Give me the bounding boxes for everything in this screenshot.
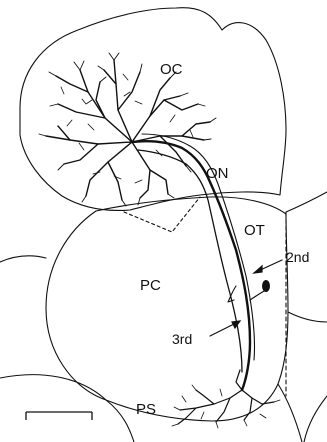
third-arrowhead [232, 321, 240, 328]
second-arrowhead [254, 266, 262, 273]
lower-outline-far-right [304, 396, 327, 442]
neuron-arbor-oc [39, 53, 216, 206]
lower-outline-right [278, 384, 302, 442]
label-ps: PS [136, 401, 156, 418]
contralateral-outline-lower [288, 312, 327, 322]
label-second: 2nd [286, 249, 309, 265]
label-pc: PC [140, 277, 161, 294]
label-third: 3rd [172, 331, 192, 347]
label-on: ON [206, 165, 229, 182]
contralateral-outline [286, 192, 327, 212]
label-oc: OC [160, 61, 183, 78]
left-outline [0, 256, 46, 262]
scale-bar [26, 412, 92, 420]
label-ot: OT [244, 222, 265, 239]
lower-outline-left [0, 375, 134, 442]
